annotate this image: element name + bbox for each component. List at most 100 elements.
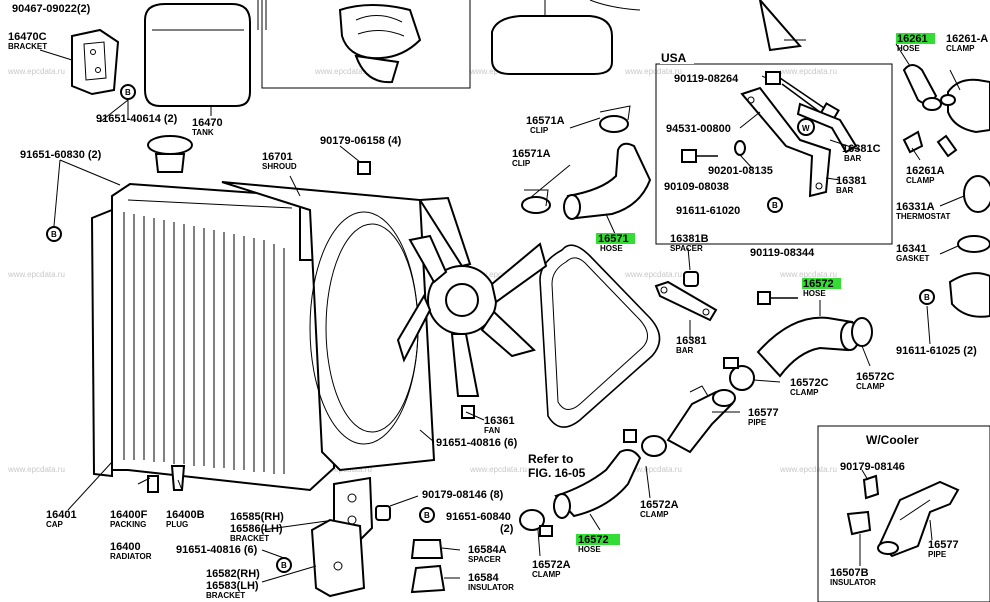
part-number: 16381B xyxy=(670,233,709,245)
part-number: 16400F xyxy=(110,509,148,521)
part-name: CLAMP xyxy=(856,382,885,391)
watermark: www.epcdata.ru xyxy=(7,465,65,474)
part-number: 91611-61025 (2) xyxy=(896,345,977,357)
usa-label: USA xyxy=(661,51,687,65)
part-number: 16261-A xyxy=(946,33,988,45)
part-name: TANK xyxy=(192,128,214,137)
watermark: www.epcdata.ru xyxy=(7,270,65,279)
part-number: 90179-08146 xyxy=(840,461,905,473)
part-name: SPACER xyxy=(468,555,501,564)
w-marker: W xyxy=(802,124,810,133)
part-name: BAR xyxy=(836,186,854,195)
part-number: 16381 xyxy=(836,175,867,187)
part-number: 16470 xyxy=(192,117,223,129)
part-name: BRACKET xyxy=(230,534,269,543)
wcooler-box: W/Cooler xyxy=(817,425,990,602)
part-number: 16577 xyxy=(928,539,959,551)
part-name: SPACER xyxy=(670,244,703,253)
lower-brackets-drawing: B B xyxy=(276,476,446,598)
part-name: HOSE xyxy=(600,244,623,253)
part-name: PIPE xyxy=(928,550,947,559)
part-name: BAR xyxy=(844,154,862,163)
part-number: 16381C xyxy=(842,143,881,155)
part-number: 16701 xyxy=(262,151,293,163)
part-name: BRACKET xyxy=(206,591,245,600)
part-name: CLIP xyxy=(530,126,549,135)
watermark: www.epcdata.ru xyxy=(314,67,372,76)
part-number: 16572 xyxy=(578,534,609,546)
watermark: www.epcdata.ru xyxy=(469,465,527,474)
watermark: www.epcdata.ru xyxy=(779,465,837,474)
part-number: 94531-00800 xyxy=(666,123,731,135)
part-number: 16571A xyxy=(526,115,565,127)
part-number: 16261A xyxy=(906,165,945,177)
part-name: CLAMP xyxy=(532,570,561,579)
upper-hose xyxy=(521,105,652,220)
spacer-bar xyxy=(654,271,718,322)
part-labels: 90467-09022(2) 16470C BRACKET 16470 TANK… xyxy=(8,3,988,600)
pipe-center xyxy=(623,385,736,457)
thermostat-housing: B xyxy=(902,64,990,318)
part-name: THERMOSTAT xyxy=(896,212,950,221)
part-name: CLAMP xyxy=(640,510,669,519)
part-name: PIPE xyxy=(748,418,767,427)
highlight-box xyxy=(896,33,935,44)
part-number: 16584 xyxy=(468,572,499,584)
part-number: 90179-08146 (8) xyxy=(422,489,504,501)
watermark: www.epcdata.ru xyxy=(624,465,682,474)
part-name: CLAMP xyxy=(790,388,819,397)
part-name: CLAMP xyxy=(906,176,935,185)
part-number: 16507B xyxy=(830,567,869,579)
part-number: 91651-40816 (6) xyxy=(436,437,518,449)
part-name: GASKET xyxy=(896,254,929,263)
radiator-drawing: B B xyxy=(46,84,336,493)
part-name: BAR xyxy=(676,346,694,355)
b-marker: B xyxy=(51,230,57,239)
watermark: www.epcdata.ru xyxy=(779,270,837,279)
b-marker: B xyxy=(281,561,287,570)
part-number: 90179-06158 (4) xyxy=(320,135,402,147)
lower-hose-right xyxy=(723,291,873,391)
part-number: 16401 xyxy=(46,509,77,521)
part-name: CAP xyxy=(46,520,64,529)
part-number: 90119-08264 xyxy=(674,73,739,85)
part-number: 90109-08038 xyxy=(664,181,729,193)
part-name: RADIATOR xyxy=(110,552,152,561)
callout-lines xyxy=(39,43,965,583)
part-number: (2) xyxy=(500,523,514,535)
refer-line-1: Refer to xyxy=(528,452,573,466)
watermark: www.epcdata.ru xyxy=(624,270,682,279)
part-name: FAN xyxy=(484,426,500,435)
part-number: 90201-08135 xyxy=(708,165,773,177)
part-name: PACKING xyxy=(110,520,146,529)
part-number: 16381 xyxy=(676,335,707,347)
part-number: 16572A xyxy=(640,499,679,511)
part-number: 16400 xyxy=(110,541,141,553)
part-number: 91651-60840 xyxy=(446,511,511,523)
part-number: 16331A xyxy=(896,201,935,213)
refer-line-2: FIG. 16-05 xyxy=(528,466,586,480)
part-number: 16261 xyxy=(897,33,928,45)
shroud-fan-drawing xyxy=(221,161,548,472)
part-number: 16572A xyxy=(532,559,571,571)
lower-hose-center xyxy=(519,449,642,537)
watermark: www.epcdata.ru xyxy=(624,67,682,76)
highlight-box xyxy=(802,278,841,289)
highlight-box xyxy=(576,534,620,545)
part-number: 16470C xyxy=(8,31,47,43)
part-number: 16572C xyxy=(856,371,895,383)
part-number: 16577 xyxy=(748,407,779,419)
part-number: 16583(LH) xyxy=(206,580,259,592)
watermark: www.epcdata.ru xyxy=(779,67,837,76)
wcooler-label: W/Cooler xyxy=(866,433,919,447)
part-name: BRACKET xyxy=(8,42,47,51)
part-number: 16572 xyxy=(803,278,834,290)
part-number: 91651-40614 (2) xyxy=(96,113,178,125)
b-marker: B xyxy=(424,511,430,520)
part-number: 16361 xyxy=(484,415,515,427)
part-number: 91611-61020 xyxy=(676,205,740,217)
part-number: 16571A xyxy=(512,148,551,160)
part-name: CLIP xyxy=(512,159,531,168)
part-name: CLAMP xyxy=(946,44,975,53)
